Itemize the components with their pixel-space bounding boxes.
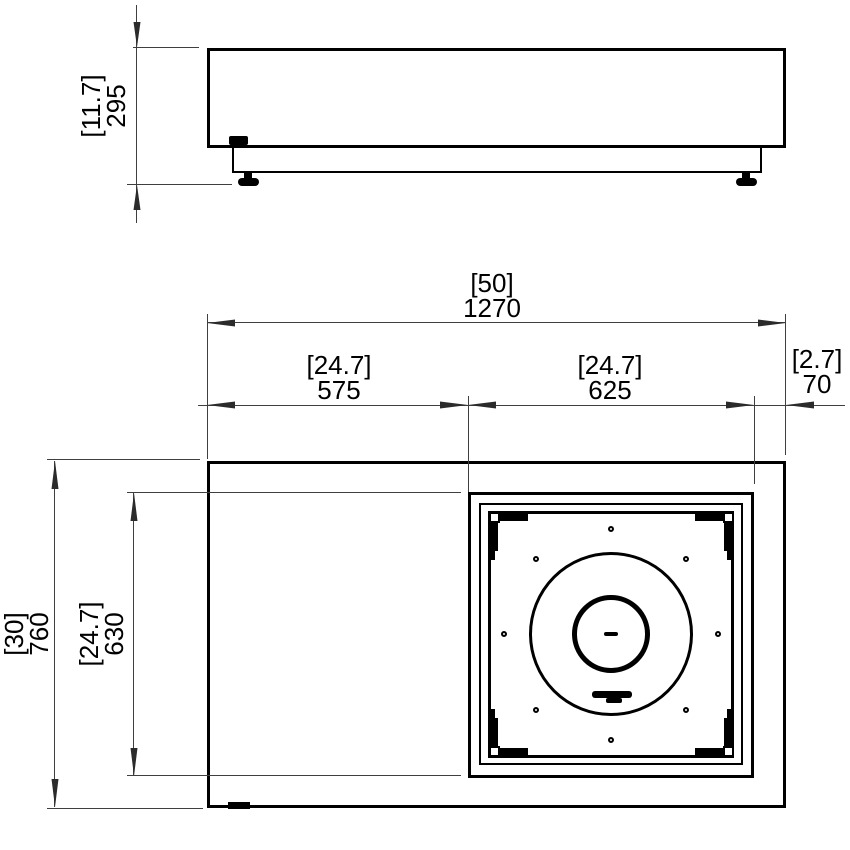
corner-notch (489, 512, 500, 523)
dim-arrow-up-icon (51, 461, 59, 489)
right-edge-label: [2.7] 70 (767, 344, 850, 399)
corner-bracket-bar (489, 523, 498, 551)
table-body-outline (207, 48, 786, 148)
firebox-width-label: [24.7] 625 (510, 350, 710, 405)
dim-arrow-left-icon (468, 401, 496, 409)
corner-bracket-bar (724, 718, 733, 746)
firebox-width-inches-text: [24.7] (577, 350, 643, 380)
width-extension-line-right (785, 314, 786, 455)
firebox-depth-extension-line-top (127, 492, 461, 493)
corner-notch (723, 512, 734, 523)
width-extension-line-left (207, 314, 208, 459)
corner-bracket-stub (491, 709, 495, 718)
corner-bracket-stub (727, 709, 731, 718)
dim-arrow-up-icon (133, 185, 141, 210)
brand-logo-mark (606, 698, 622, 703)
screw-hole (501, 631, 507, 637)
dim-arrow-right-icon (726, 401, 754, 409)
firebox-depth-label: [24.7] 630 (74, 559, 129, 709)
dim-arrow-down-icon (130, 748, 138, 776)
overall-depth-label: [30] 760 (0, 559, 54, 709)
firebox-inner-frame (479, 503, 743, 765)
firebox-depth-dimension-line (133, 493, 134, 776)
burner-bolt-left (553, 628, 564, 639)
firebox-depth-extension-line-bottom (127, 775, 461, 776)
screw-hole (715, 631, 721, 637)
overall-depth-mm-text: 760 (24, 612, 54, 656)
corner-bracket-stub (491, 551, 495, 560)
dim-arrow-left-icon (207, 319, 235, 327)
height-extension-line-bottom (127, 184, 232, 185)
screw-hole (533, 707, 539, 713)
depth-extension-line-top (47, 459, 200, 460)
corner-bracket-bar (695, 512, 723, 521)
depth-extension-line-bottom (47, 808, 203, 809)
screw-hole (683, 556, 689, 562)
screw-hole (683, 707, 689, 713)
dim-arrow-right-icon (440, 401, 468, 409)
screw-hole (608, 526, 614, 532)
dim-arrow-down-icon (51, 779, 59, 807)
dim-arrow-left-icon (207, 401, 235, 409)
firebox-width-mm-text: 625 (588, 375, 632, 405)
burner-tray-outline (488, 511, 734, 758)
width-dimension-line (207, 322, 786, 323)
section-extension-line-mid (468, 396, 469, 492)
screw-hole (608, 737, 614, 743)
section-dimension-line (198, 405, 845, 406)
corner-bracket-stub (727, 551, 731, 560)
right-foot-stem (742, 173, 750, 179)
corner-bracket-bar (489, 718, 498, 746)
dim-arrow-up-icon (130, 493, 138, 521)
corner-bracket-bar (724, 523, 733, 551)
corner-bracket-bar (695, 748, 723, 757)
burner-switch (229, 136, 248, 145)
corner-notch (489, 746, 500, 757)
right-foot-base (736, 178, 757, 186)
overall-width-inches-text: [50] (470, 268, 514, 298)
section-extension-line-firebox (754, 396, 755, 484)
burner-slot (604, 632, 618, 636)
overall-width-mm-text: 1270 (463, 293, 521, 323)
right-edge-mm-text: 70 (802, 369, 832, 399)
burner-ring-inner (572, 595, 650, 673)
burner-switch-plan (228, 802, 250, 809)
left-section-label: [24.7] 575 (239, 350, 439, 405)
dim-arrow-right-icon (758, 319, 786, 327)
burner-ring-outer (529, 552, 693, 716)
burner-bolt-right (658, 628, 669, 639)
left-foot-base (238, 178, 259, 186)
dim-arrow-down-icon (133, 22, 141, 47)
corner-bracket-bar (500, 512, 528, 521)
overall-width-label: [50] 1270 (392, 268, 592, 323)
right-edge-inches-text: [2.7] (791, 344, 843, 374)
height-extension-line-top (133, 47, 199, 48)
table-top-outline (207, 461, 786, 808)
screw-hole (533, 556, 539, 562)
left-foot-stem (244, 173, 252, 179)
dim-arrow-left-icon (786, 401, 814, 409)
corner-notch (723, 746, 734, 757)
height-dimension-line (136, 5, 137, 223)
left-section-inches-text: [24.7] (306, 350, 372, 380)
firebox-depth-mm-text: 630 (99, 612, 129, 656)
brand-logo-mark (592, 691, 632, 698)
firebox-outer-frame (468, 492, 754, 778)
depth-dimension-line (54, 461, 55, 807)
plinth-outline (232, 148, 762, 173)
left-section-mm-text: 575 (317, 375, 361, 405)
corner-bracket-bar (500, 748, 528, 757)
